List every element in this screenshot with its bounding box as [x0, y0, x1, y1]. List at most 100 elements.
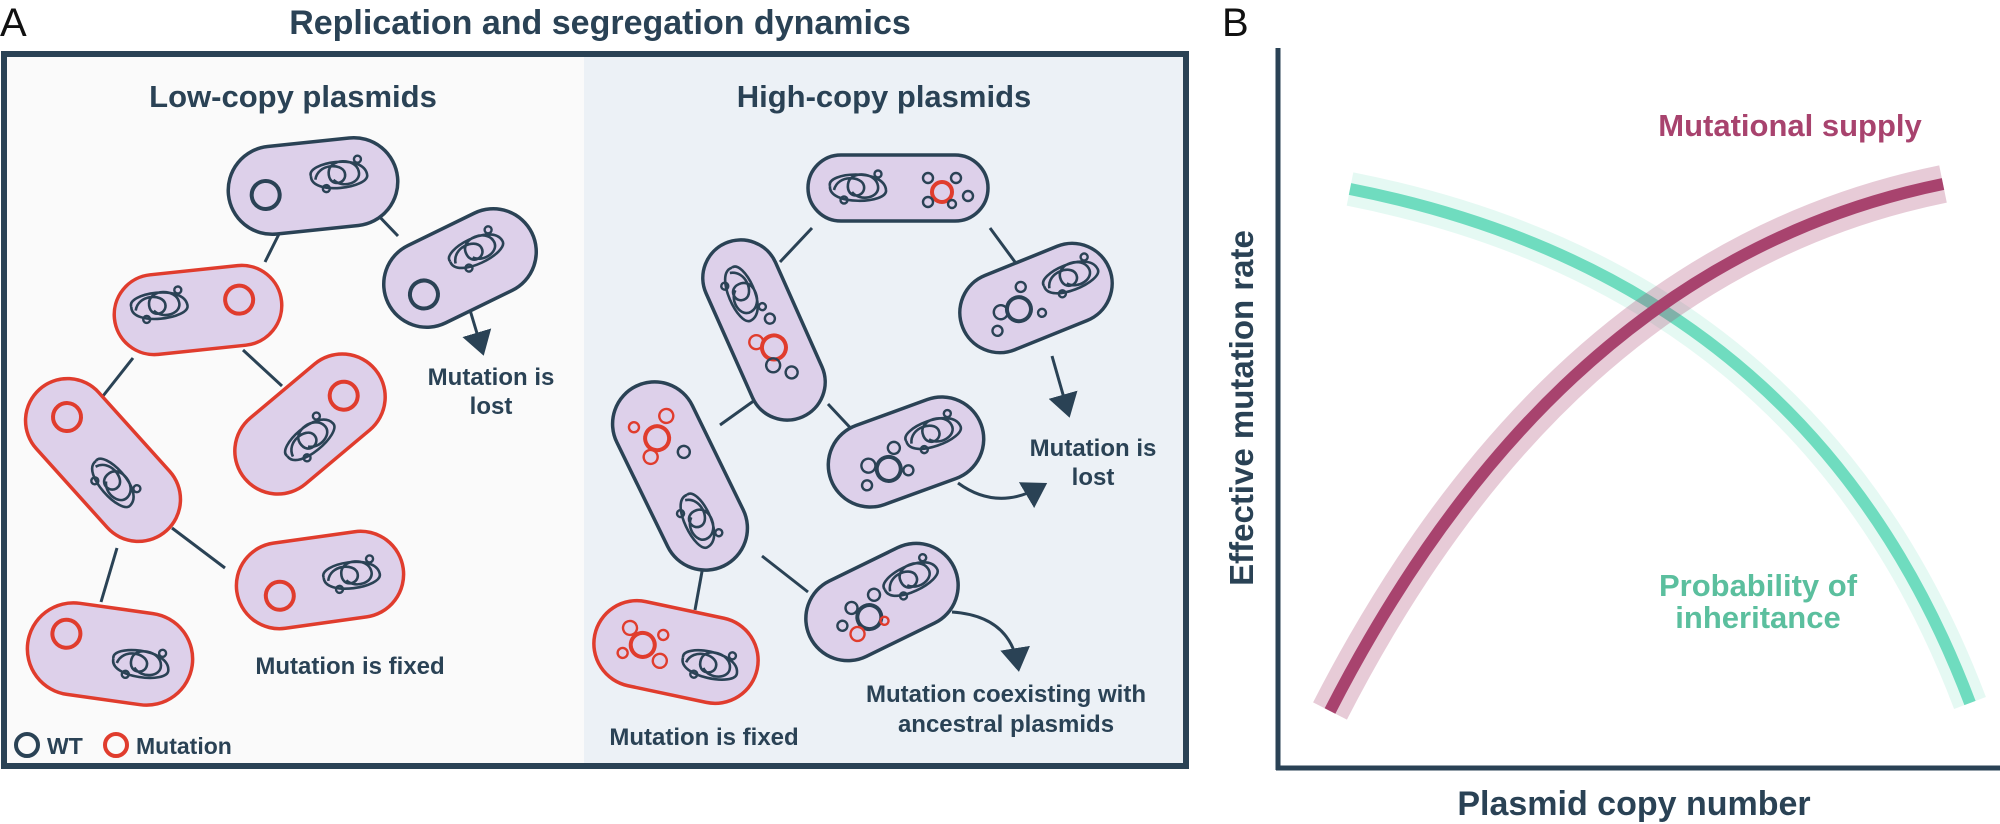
cell-membrane: [234, 529, 406, 631]
panel-a-title: Replication and segregation dynamics: [289, 4, 911, 42]
low-lost-arrow: [462, 309, 492, 356]
high-lost-label-line2: lost: [1072, 464, 1115, 491]
chromosome-end-icon: [173, 285, 183, 295]
cell-membrane: [806, 153, 990, 223]
high-copy-lineage-lines: [693, 226, 1017, 611]
cell: [804, 541, 960, 663]
mutant-plasmid-icon: [879, 615, 890, 627]
wt-plasmid-icon: [860, 479, 874, 492]
wt-plasmid-icon: [902, 464, 915, 477]
chromosome-end-icon: [157, 648, 168, 659]
wt-plasmid-icon: [676, 444, 692, 460]
high-lost-curved-arrow: [957, 481, 1048, 509]
chromosome-end-icon: [720, 281, 730, 291]
chromosome-end-icon: [898, 591, 909, 601]
cell-membrane: [112, 263, 284, 357]
mutant-plasmid-icon: [930, 180, 954, 204]
cell: [701, 238, 827, 422]
chromosome-end-icon: [873, 169, 883, 179]
chromosome-end-icon: [302, 453, 312, 463]
panel-b: B Mutational supply Probability of inher…: [1222, 1, 2000, 823]
chromosome-end-icon: [689, 669, 699, 679]
cell-membrane: [701, 238, 827, 422]
chromosome-end-icon: [727, 651, 738, 661]
chromosome-end-icon: [917, 552, 928, 563]
high-fixed-label: Mutation is fixed: [609, 724, 798, 751]
mutant-cell: [592, 598, 760, 706]
mutant-plasmid-icon: [263, 579, 296, 612]
chromosome-end-icon: [132, 483, 142, 494]
chromosome-end-icon: [142, 314, 152, 325]
low-lost-label-line2: lost: [470, 393, 513, 420]
wt-plasmid-icon: [249, 178, 282, 211]
low-copy-heading: Low-copy plasmids: [149, 79, 437, 114]
mutant-plasmid-icon: [657, 628, 670, 642]
panel-b-letter: B: [1222, 1, 1249, 45]
high-coexist-label-line1: Mutation coexisting with: [866, 681, 1146, 708]
cell: [381, 207, 539, 329]
wt-plasmid-icon: [763, 312, 777, 325]
mutant-plasmid-icon: [223, 283, 256, 316]
wt-plasmid-icon: [855, 603, 884, 632]
legend: WT Mutation: [14, 732, 232, 759]
chromosome-end-icon: [352, 154, 363, 164]
y-axis-label: Effective mutation rate: [1223, 230, 1260, 586]
mutant-cell: [234, 529, 406, 631]
mutant-cell: [25, 601, 195, 707]
high-coexist-arrow: [951, 610, 1030, 672]
inheritance-curve-halo: [1346, 172, 1986, 710]
legend-mutation-label: Mutation: [136, 733, 232, 759]
mutant-cell: [112, 263, 284, 357]
inheritance-curve: [1348, 183, 1976, 706]
panel-a-letter: A: [0, 1, 27, 45]
outcome-arrows: [462, 309, 1078, 672]
cell: [610, 380, 750, 572]
mutant-cell: [23, 376, 183, 544]
mutant-plasmid-icon: [50, 617, 83, 650]
high-lost-arrow: [1048, 355, 1078, 418]
high-lost-label-line1: Mutation is: [1030, 435, 1157, 462]
wt-plasmid-icon: [949, 171, 963, 185]
wt-plasmid-icon: [1036, 307, 1048, 319]
chromosome-end-icon: [675, 508, 686, 519]
supply-curve-halo: [1313, 165, 1947, 720]
wt-plasmid-icon: [844, 600, 859, 616]
x-axis-label: Plasmid copy number: [1457, 785, 1810, 823]
chromosome-end-icon: [311, 411, 322, 421]
legend-mutation-icon: [103, 732, 129, 758]
chromosome-end-icon: [1057, 289, 1068, 299]
supply-curve: [1324, 178, 1945, 714]
cell: [958, 241, 1114, 355]
cells-layer: [23, 135, 1114, 707]
cell: [826, 395, 986, 509]
wt-plasmid-icon: [961, 189, 975, 203]
mutant-plasmid-icon: [327, 379, 360, 412]
low-fixed-label: Mutation is fixed: [255, 653, 444, 680]
wt-plasmid-icon: [407, 278, 440, 311]
mutant-plasmid-icon: [642, 448, 659, 466]
wt-plasmid-icon: [921, 195, 935, 209]
chromosome-end-icon: [364, 554, 375, 564]
mutant-plasmid-icon: [643, 424, 672, 453]
chromosome-end-icon: [714, 528, 724, 538]
chromosome-end-icon: [942, 408, 953, 419]
wt-plasmid-icon: [921, 171, 935, 185]
chromosome-end-icon: [839, 195, 849, 205]
mutant-plasmid-icon: [651, 652, 669, 670]
inheritance-curve-label-line2: inheritance: [1675, 600, 1840, 635]
wt-plasmid-icon: [946, 198, 958, 210]
mutant-plasmid-icon: [748, 333, 765, 351]
cell: [226, 135, 400, 237]
chromosome-end-icon: [321, 183, 332, 194]
mutant-cell: [233, 352, 387, 496]
supply-curve-label: Mutational supply: [1658, 108, 1922, 143]
inheritance-curve-label-line1: Probability of: [1659, 568, 1858, 603]
high-copy-heading: High-copy plasmids: [737, 79, 1032, 114]
legend-wt-label: WT: [47, 733, 83, 759]
mutant-plasmid-icon: [658, 407, 675, 425]
wt-plasmid-icon: [866, 587, 882, 602]
cell-membrane: [25, 601, 195, 707]
chromosome-end-icon: [464, 263, 474, 273]
low-lost-label-line1: Mutation is: [428, 364, 555, 391]
